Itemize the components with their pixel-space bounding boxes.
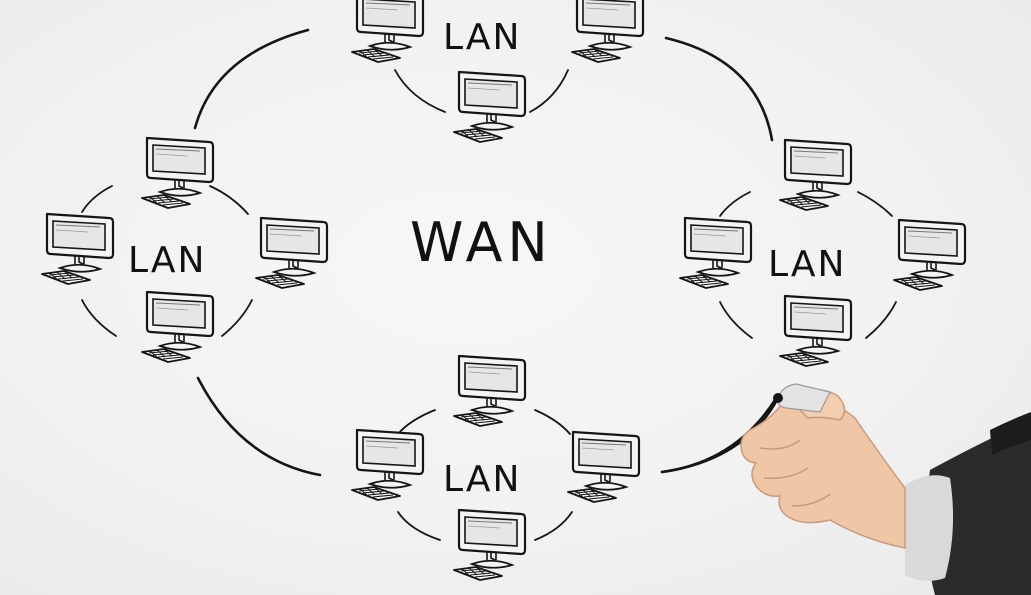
- marker-stroke-line: [660, 396, 780, 474]
- computer-icon: [570, 0, 645, 64]
- computer-icon: [452, 70, 527, 144]
- computer-icon: [452, 354, 527, 428]
- computer-icon: [350, 0, 425, 64]
- computer-icon: [566, 430, 641, 504]
- computer-icon: [778, 294, 853, 368]
- computer-icon: [452, 508, 527, 582]
- computer-icon: [254, 216, 329, 290]
- lan-label-right: LAN: [768, 244, 847, 285]
- computer-icon: [350, 428, 425, 502]
- lan-label-top: LAN: [443, 17, 522, 58]
- lan-ring-arcs: [81, 69, 897, 541]
- computer-icon: [778, 138, 853, 212]
- computer-icon: [140, 136, 215, 210]
- wan-label: WAN: [410, 211, 553, 274]
- computer-icon: [140, 290, 215, 364]
- computer-icon: [678, 216, 753, 290]
- lan-label-bottom: LAN: [443, 459, 522, 500]
- computer-icon: [40, 212, 115, 286]
- computer-icon: [892, 218, 967, 292]
- hand-with-marker: [740, 383, 1031, 595]
- lan-label-left: LAN: [128, 240, 207, 281]
